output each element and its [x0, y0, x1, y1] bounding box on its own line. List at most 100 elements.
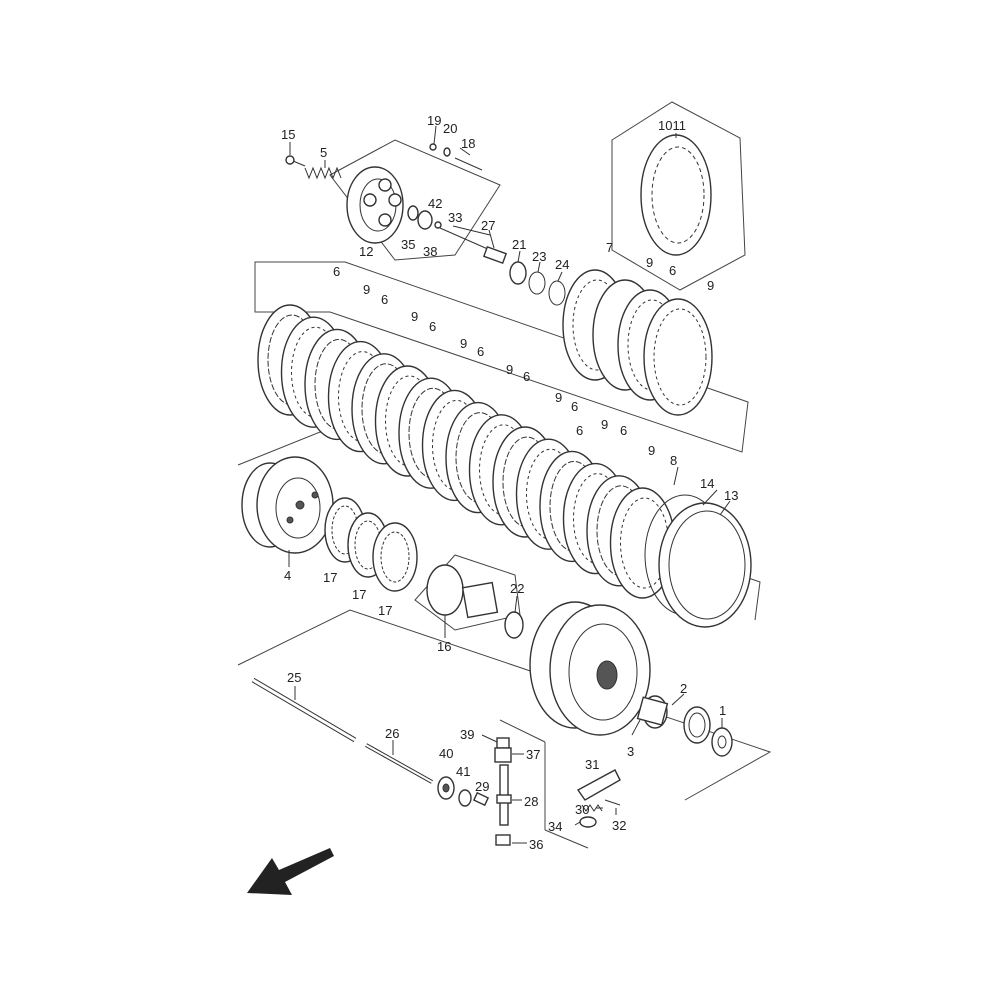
bolt-32 — [604, 799, 621, 806]
friction-plate-box — [611, 101, 746, 291]
bearing-37 — [494, 747, 512, 763]
washer-34 — [579, 816, 597, 828]
washer-41 — [458, 789, 472, 807]
lever-31 — [576, 769, 621, 801]
label-9-h: 9 — [601, 417, 609, 432]
push-piece-27 — [482, 245, 508, 265]
label-6-h: 6 — [620, 423, 628, 438]
label-21: 21 — [512, 237, 527, 252]
spring-5 — [304, 166, 342, 180]
label-14: 14 — [700, 476, 715, 491]
label-9-c: 9 — [363, 282, 371, 297]
direction-arrow-icon — [247, 848, 334, 895]
label-39: 39 — [460, 727, 475, 742]
label-20: 20 — [443, 121, 458, 136]
label-9-e: 9 — [460, 336, 468, 351]
washer-20 — [443, 147, 451, 157]
label-6-b: 6 — [333, 264, 341, 279]
label-29: 29 — [475, 779, 490, 794]
label-26: 26 — [385, 726, 400, 741]
label-15: 15 — [281, 127, 296, 142]
label-24: 24 — [555, 257, 570, 272]
spring-30 — [581, 804, 603, 812]
washer-24 — [548, 280, 566, 306]
label-25: 25 — [287, 670, 302, 685]
label-8: 8 — [670, 453, 678, 468]
label-9-b: 9 — [707, 278, 715, 293]
nut-19 — [429, 143, 437, 151]
label-41: 41 — [456, 764, 471, 779]
bushing-36 — [495, 834, 511, 846]
washer-22 — [504, 611, 524, 639]
label-9-a: 9 — [646, 255, 654, 270]
clutch-housing-3 — [529, 601, 651, 736]
upper-right-plates — [562, 269, 713, 416]
label-12: 12 — [359, 244, 374, 259]
pin-29 — [472, 791, 490, 807]
push-rod-25 — [251, 677, 357, 743]
label-18: 18 — [461, 136, 476, 151]
label-6-f: 6 — [523, 369, 531, 384]
label-36: 36 — [529, 837, 544, 852]
washer-1 — [711, 727, 733, 757]
label-13: 13 — [724, 488, 739, 503]
label-34: 34 — [548, 819, 563, 834]
label-17-c: 17 — [378, 603, 393, 618]
rod-33 — [439, 227, 491, 251]
label-28: 28 — [524, 794, 539, 809]
label-32: 32 — [612, 818, 627, 833]
label-4: 4 — [284, 568, 292, 583]
label-7: 7 — [606, 240, 614, 255]
bolt-15 — [285, 155, 306, 167]
label-37: 37 — [526, 747, 541, 762]
label-33: 33 — [448, 210, 463, 225]
label-9-i: 9 — [648, 443, 656, 458]
label-17-a: 17 — [323, 570, 338, 585]
washer-17c — [372, 522, 418, 592]
label-42: 42 — [428, 196, 443, 211]
clutch-hub-4 — [241, 456, 334, 554]
spacer-2 — [636, 695, 669, 729]
needle-bearing — [683, 706, 711, 744]
label-16: 16 — [437, 639, 452, 654]
label-27: 27 — [481, 218, 496, 233]
label-6-i: 6 — [576, 423, 584, 438]
release-shaft-28 — [496, 764, 512, 826]
label-6-c: 6 — [381, 292, 389, 307]
label-1011: 1011 — [658, 118, 686, 133]
label-30: 30 — [575, 802, 590, 817]
label-1: 1 — [719, 703, 727, 718]
label-6-e: 6 — [477, 344, 485, 359]
pressure-plate-12 — [346, 166, 404, 244]
ball-42 — [434, 221, 442, 229]
label-3: 3 — [627, 744, 635, 759]
label-2: 2 — [680, 681, 688, 696]
label-35: 35 — [401, 237, 416, 252]
label-23: 23 — [532, 249, 547, 264]
bearing-38 — [417, 210, 433, 230]
label-9-d: 9 — [411, 309, 419, 324]
seal-39 — [496, 737, 510, 749]
leader-lines — [288, 125, 731, 844]
label-5: 5 — [320, 145, 328, 160]
friction-plate-1011 — [640, 134, 712, 256]
washer-23 — [528, 271, 546, 295]
clutch-plate-stack — [257, 304, 676, 599]
push-rod-26 — [365, 743, 433, 784]
label-6-d: 6 — [429, 319, 437, 334]
kit-16-outline — [414, 554, 521, 631]
washer-35 — [407, 205, 419, 221]
damper-kit-16 — [426, 564, 499, 619]
label-6-a: 6 — [669, 263, 677, 278]
ring-13 — [658, 502, 752, 628]
label-22: 22 — [510, 581, 525, 596]
screw-18 — [454, 157, 483, 171]
label-31: 31 — [585, 757, 600, 772]
pressure-plate-outline — [329, 139, 501, 261]
label-38: 38 — [423, 244, 438, 259]
label-40: 40 — [439, 746, 454, 761]
label-6-g: 6 — [571, 399, 579, 414]
label-19: 19 — [427, 113, 442, 128]
